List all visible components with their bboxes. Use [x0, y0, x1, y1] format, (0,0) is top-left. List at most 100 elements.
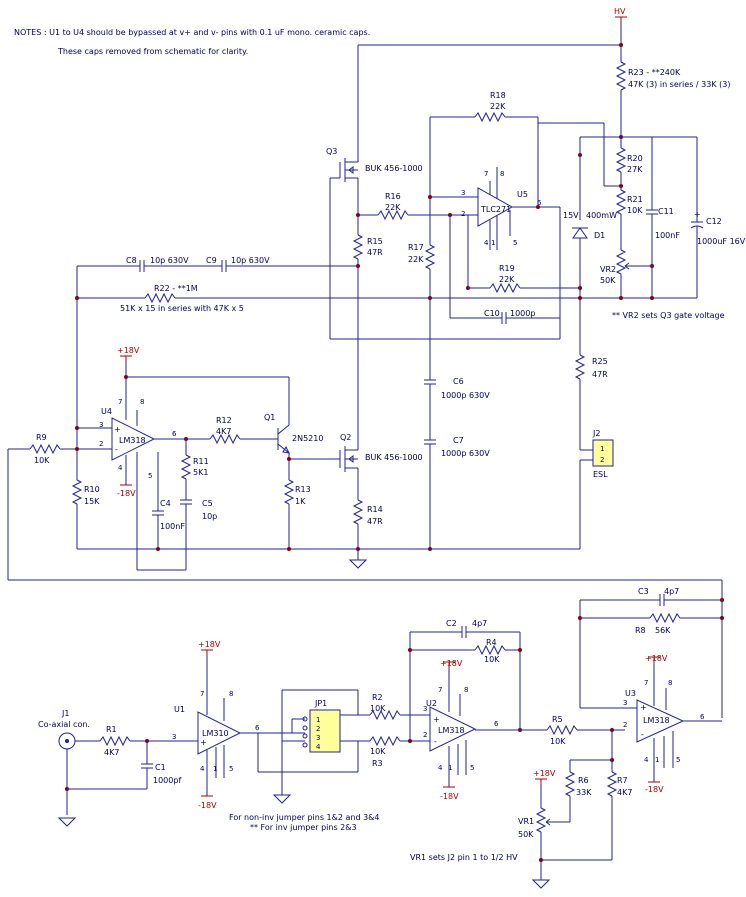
u1-plus: +: [200, 738, 207, 747]
capacitor-c11: C11 100nF: [646, 137, 680, 298]
zener-diode-d1: 15V 400mW D1: [563, 211, 617, 240]
u5-pin4: 4: [484, 239, 489, 247]
c1-ref: C1: [155, 763, 166, 772]
u2-pin3: 3: [423, 705, 427, 713]
supply-u1-neg: -18V: [198, 795, 217, 810]
capacitor-c12: + C12 1000uF 16V: [690, 137, 746, 298]
r14-ref: R14: [367, 505, 383, 514]
r3-value: 10K: [370, 747, 386, 756]
u1-pin5: 5: [229, 765, 233, 773]
u1-pin3: 3: [172, 733, 176, 741]
u4-pos-label: +18V: [117, 346, 140, 355]
q1-ref: Q1: [264, 413, 275, 422]
ground-symbol-mid: [348, 559, 368, 569]
u3-pin3: 3: [623, 699, 627, 707]
jp1-pin4: 4: [316, 743, 321, 751]
u1-pin8: 8: [229, 690, 233, 698]
r6-value: 33K: [576, 788, 592, 797]
r16-ref: R16: [385, 192, 401, 201]
r11-ref: R11: [193, 457, 209, 466]
r20-ref: R20: [627, 154, 643, 163]
resistor-r10: R10 15K: [71, 479, 100, 506]
u4-pin4: 4: [118, 464, 123, 472]
r13-value: 1K: [295, 497, 306, 506]
q2-ref: Q2: [340, 433, 351, 442]
u5-pin8: 8: [500, 170, 504, 178]
jp1-pin1: 1: [316, 716, 320, 724]
u2-ref: U2: [426, 699, 437, 708]
u1-pin4: 4: [200, 765, 205, 773]
q3-ref: Q3: [326, 147, 337, 156]
connector-j2: J2 1 2 ESL: [592, 429, 614, 479]
opamp-u1: U1 LM310 + 3 6 7 8 4 1 5: [172, 690, 260, 796]
resistor-r23: R23 - **240K 47K (3) in series / 33K (3): [615, 61, 730, 91]
transistor-q1: Q1 2N5210: [264, 413, 323, 454]
c9-value: 10p 630V: [231, 256, 270, 265]
c8-value: 10p 630V: [150, 256, 189, 265]
resistor-r25: R25 47R: [574, 354, 608, 380]
r12-value: 4K7: [216, 427, 231, 436]
u1-part: LM310: [202, 729, 229, 738]
capacitor-c2: C2 4p7: [446, 619, 487, 638]
connector-j1: J1 Co-axial con.: [38, 709, 90, 750]
c9-ref: C9: [206, 256, 217, 265]
r18-ref: R18: [490, 91, 506, 100]
c5-ref: C5: [202, 499, 213, 508]
jumper-note-2: ** For inv jumper pins 2&3: [250, 823, 357, 832]
u3-neg-label: -18V: [645, 785, 664, 794]
r10-value: 15K: [84, 497, 100, 506]
r9-value: 10K: [34, 456, 50, 465]
r2-value: 10K: [370, 704, 386, 713]
resistor-r12: R12 4K7: [209, 416, 241, 445]
u1-pin1: 1: [213, 765, 217, 773]
c12-ref: C12: [706, 217, 722, 226]
ground-symbol-j1: [57, 817, 77, 827]
j2-name: ESL: [593, 470, 608, 479]
r13-ref: R13: [295, 485, 311, 494]
resistor-r20: R20 27K: [615, 147, 643, 174]
mosfet-q3: Q3 BUK 456-1000: [326, 147, 423, 182]
u2-pin2: 2: [423, 731, 427, 739]
resistor-r7: R7 4K7: [606, 771, 632, 797]
u2-part: LM318: [438, 726, 465, 735]
u4-part: LM318: [119, 436, 146, 445]
r21-value: 10K: [627, 206, 643, 215]
resistor-r18: R18 22K: [474, 91, 506, 123]
ground-symbol-vr1: [531, 879, 551, 889]
r2-ref: R2: [372, 693, 383, 702]
r17-ref: R17: [408, 243, 424, 252]
u4-pin3: 3: [99, 421, 103, 429]
u4-pin8: 8: [140, 398, 144, 406]
opamp-u3: U3 LM318 + - 3 2 6 7 8 4 1 5: [623, 679, 705, 782]
vr2-note: ** VR2 sets Q3 gate voltage: [612, 311, 725, 320]
capacitor-c10: C10 1000p: [484, 309, 535, 324]
supply-u2-pos: +18V: [440, 659, 463, 668]
c12-value: 1000uF 16V: [697, 237, 746, 246]
resistor-r19: R19 22K: [489, 264, 521, 294]
u5-pin5: 5: [513, 239, 517, 247]
r25-ref: R25: [592, 357, 608, 366]
u3-pin2: 2: [623, 721, 627, 729]
u2-neg-label: -18V: [440, 792, 459, 801]
u5-pin7: 7: [484, 170, 488, 178]
capacitor-c7: C7 1000p 630V: [424, 436, 490, 458]
resistor-r1: R1 4K7: [99, 725, 131, 757]
c7-value: 1000p 630V: [441, 449, 490, 458]
r23-value: 47K (3) in series / 33K (3): [628, 80, 730, 89]
r17-value: 22K: [408, 255, 424, 264]
q2-part: BUK 456-1000: [365, 453, 423, 462]
u5-pin1: 1: [491, 239, 495, 247]
potentiometer-vr1: VR1 50K: [518, 807, 556, 839]
c6-ref: C6: [453, 377, 464, 386]
resistor-r16: R16 22K: [377, 192, 409, 221]
c8-ref: C8: [126, 256, 137, 265]
u5-part: TLC271: [480, 205, 511, 214]
supply-u4-neg: -18V: [117, 484, 136, 498]
supply-u1-pos: +18V: [198, 640, 221, 656]
r8-ref: R8: [635, 626, 646, 635]
c4-ref: C4: [160, 499, 171, 508]
q1-part: 2N5210: [292, 434, 323, 443]
u2-minus: -: [434, 737, 437, 746]
u3-pin5: 5: [676, 756, 680, 764]
resistor-r14: R14 47R: [352, 499, 383, 526]
